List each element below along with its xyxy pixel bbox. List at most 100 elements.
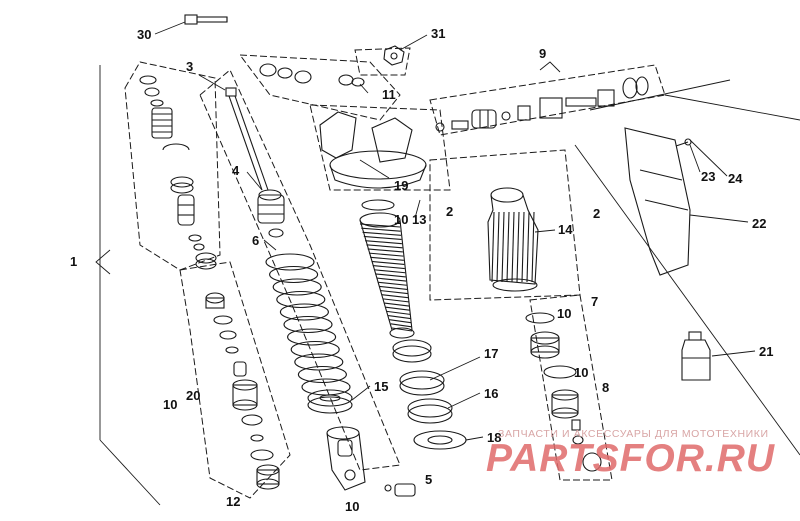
callout-9: 9 [539, 46, 546, 61]
reservoir-rib [506, 211, 510, 283]
main-coil-spring [265, 253, 351, 396]
body-thread [390, 323, 412, 328]
reservoir-rib [491, 211, 495, 283]
callout-2-body: 2 [446, 204, 453, 219]
body-thread [367, 248, 403, 253]
callout-22: 22 [752, 216, 766, 231]
body-thread [371, 260, 405, 265]
left-column-upper-parts [139, 75, 217, 270]
body-thread [384, 302, 410, 307]
top-bushings [259, 63, 365, 87]
lower-clevis-5 [326, 426, 416, 497]
callout-10-lower-cap: 10 [574, 365, 588, 380]
body-thread [375, 273, 406, 278]
oil-bottle-21 [681, 331, 711, 381]
spring-coil [297, 365, 347, 384]
callout-14: 14 [558, 222, 573, 237]
body-thread [362, 231, 402, 236]
nut-31 [383, 45, 405, 66]
body-thread [372, 265, 405, 270]
reservoir-rib [511, 211, 515, 283]
callout-10-cap: 10 [557, 306, 571, 321]
callout-24: 24 [728, 171, 743, 186]
bolt-30 [184, 14, 228, 25]
reservoir-rib [521, 211, 525, 283]
callout-10-body: 10 [394, 212, 408, 227]
reservoir-caps [525, 312, 602, 472]
body-thread [370, 256, 404, 261]
spring-coil [269, 265, 319, 284]
reservoir-rib [531, 211, 535, 283]
callout-7: 7 [591, 294, 598, 309]
body-thread [385, 306, 410, 311]
body-thread [380, 290, 408, 295]
callout-1: 1 [70, 254, 77, 269]
callout-21: 21 [759, 344, 773, 359]
group-outlines [124, 47, 666, 499]
body-thread [379, 285, 408, 290]
body-thread [382, 298, 409, 303]
body-thread [359, 223, 401, 228]
watermark-caption: ЗАПЧАСТИ И АКСЕССУАРЫ ДЛЯ МОТОТЕХНИКИ [498, 428, 769, 440]
spring-coil [265, 253, 315, 271]
leader-lines [95, 21, 756, 441]
body-thread [374, 269, 406, 274]
spring-coil [272, 278, 322, 296]
body-thread [361, 227, 401, 232]
body-thread [391, 327, 413, 332]
callout-17: 17 [484, 346, 498, 361]
callout-23: 23 [701, 169, 715, 184]
spring-coil [294, 353, 344, 371]
reservoir-rib [501, 211, 505, 283]
callout-10-clevis: 10 [345, 499, 359, 514]
callout-31: 31 [431, 26, 445, 41]
body-thread [381, 294, 409, 299]
callout-12: 12 [226, 494, 240, 509]
left-column-lower-parts [205, 292, 280, 490]
callout-19: 19 [394, 178, 408, 193]
top-mount-19 [319, 111, 427, 211]
callout-4: 4 [232, 163, 240, 178]
damper-rod [225, 87, 285, 238]
callout-10-left: 10 [163, 397, 177, 412]
reservoir-rib [516, 211, 520, 283]
reservoir-14 [487, 187, 539, 292]
callout-16: 16 [484, 386, 498, 401]
body-thread [365, 240, 402, 245]
shock-body-13 [359, 212, 415, 339]
reservoir-rib [496, 211, 500, 283]
callout-6: 6 [252, 233, 259, 248]
callout-11: 11 [382, 87, 396, 102]
body-thread [386, 310, 411, 315]
callout-15: 15 [374, 379, 388, 394]
assembly-lines [99, 65, 800, 506]
ring-nuts [392, 339, 467, 450]
callout-18: 18 [487, 430, 501, 445]
spring-coil [287, 328, 337, 346]
callout-5: 5 [425, 472, 432, 487]
body-thread [363, 235, 402, 241]
callout-30: 30 [137, 27, 151, 42]
spring-coil [301, 378, 351, 396]
reservoir-rib [526, 211, 530, 283]
callout-20: 20 [186, 388, 200, 403]
callout-numbers: 30 31 3 9 11 4 19 2 2 23 24 10 13 14 22 … [70, 26, 773, 514]
spring-coil [276, 290, 326, 309]
callout-3: 3 [186, 59, 193, 74]
callout-13: 13 [412, 212, 426, 227]
spring-coil [279, 303, 329, 321]
spring-seat-15 [307, 389, 353, 414]
watermark-logo: PARTSFOR.RU [486, 437, 776, 480]
body-thread [366, 244, 403, 249]
spring-coil [283, 315, 333, 334]
mud-flap-22 [624, 127, 692, 276]
adjuster-assembly-9 [435, 76, 649, 132]
body-thread [368, 252, 404, 257]
body-thread [388, 314, 411, 320]
spring-coil [290, 340, 340, 359]
body-thread [376, 277, 407, 282]
body-thread [377, 281, 407, 286]
body-thread [389, 319, 412, 324]
